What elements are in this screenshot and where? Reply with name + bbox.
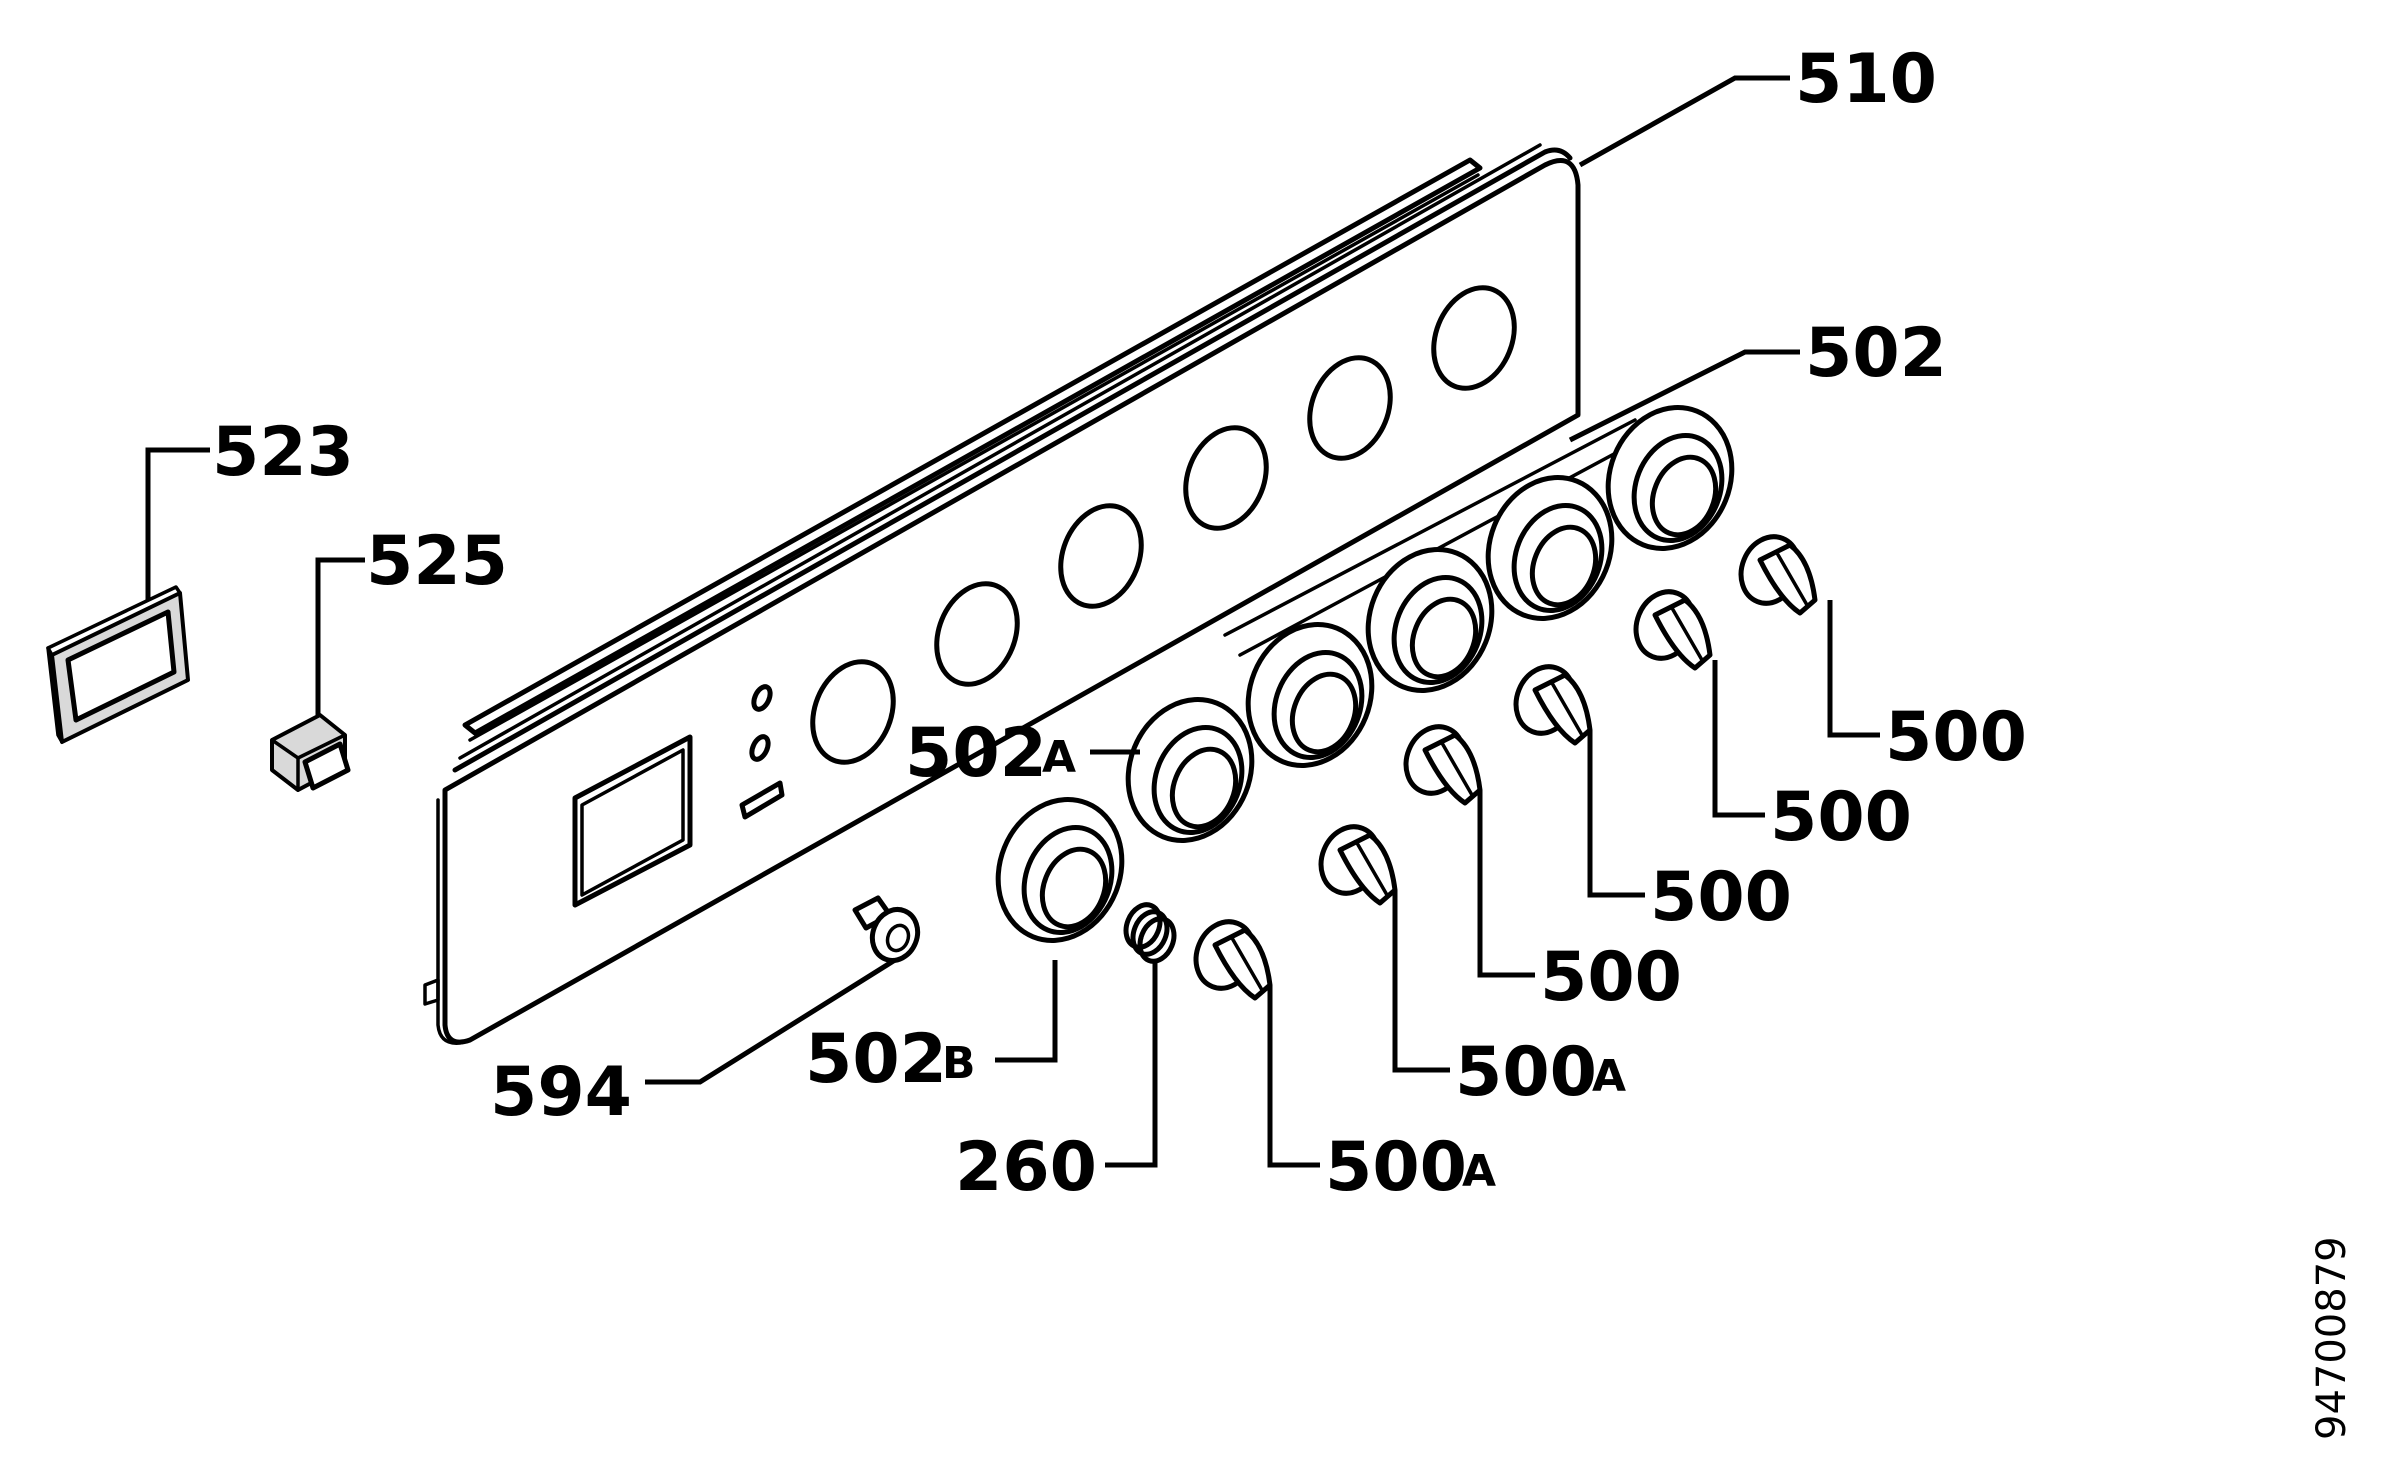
label-525: 525 [366,522,508,601]
ring-502a [1125,697,1255,843]
bezel-rings-502 [995,405,1735,943]
label-502a-suffix: A [1042,732,1076,783]
label-500-3: 500 [1770,778,1912,857]
label-500-2: 500 [1650,858,1792,937]
label-523: 523 [212,413,354,492]
ring-4 [1365,547,1495,693]
label-500a-upper-suffix: A [1592,1051,1626,1102]
knob-500-4 [1738,534,1818,616]
knob-500-2 [1513,664,1593,746]
ring-6 [1605,405,1735,551]
label-502b-suffix: B [942,1038,976,1089]
part-labels: 510 502 502 A 502 B 594 260 523 525 500 … [212,40,2027,1207]
label-594: 594 [490,1053,632,1132]
label-502a: 502 [905,714,1047,793]
leader-lines [145,75,1880,1168]
knob-500-3 [1633,589,1713,671]
switch-525 [270,713,351,792]
spring-260 [1123,902,1177,964]
screw-594 [852,895,921,963]
label-500a-lower: 500 [1325,1128,1467,1207]
label-500-4: 500 [1885,698,2027,777]
label-502b: 502 [805,1020,947,1099]
label-260: 260 [955,1128,1097,1207]
knob-500-1 [1403,724,1483,806]
label-502: 502 [1805,314,1947,393]
knob-500a-1 [1193,919,1273,1001]
reference-number: 94700879 [2309,1236,2355,1440]
label-500-1: 500 [1540,938,1682,1017]
label-510: 510 [1795,40,1937,119]
knob-500a-2 [1318,824,1398,906]
knobs-500 [1193,534,1818,1001]
label-500a-lower-suffix: A [1462,1146,1496,1197]
ring-3 [1245,622,1375,768]
label-500a-upper: 500 [1455,1033,1597,1112]
frame-523 [46,585,190,744]
ring-5 [1485,475,1615,621]
control-panel-510 [423,143,1581,1045]
ring-502b [995,797,1125,943]
